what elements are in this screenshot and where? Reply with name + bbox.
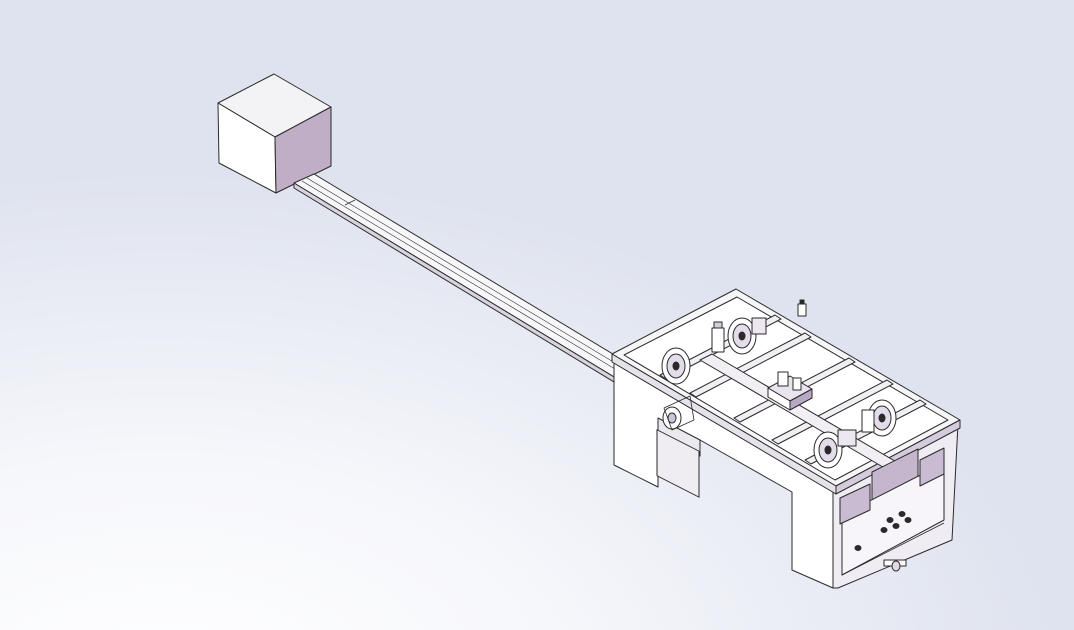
drive-wheel-front-left (813, 429, 857, 469)
rail-groove-line-2 (306, 177, 671, 397)
control-box-side-face (274, 106, 332, 194)
carriage-rim-left (611, 353, 837, 495)
carriage-unit[interactable] (611, 288, 961, 589)
rail-groove-line (301, 180, 666, 400)
motor-front (861, 409, 875, 433)
drive-wheel-rear-left (661, 347, 691, 385)
motor-rear (711, 321, 725, 353)
drive-wheel-front-right (867, 399, 897, 437)
cable-gland (797, 299, 807, 317)
drive-wheel-rear-right (727, 317, 767, 355)
control-box[interactable] (217, 73, 332, 194)
mounting-holes (854, 511, 912, 551)
lower-roller (883, 559, 907, 572)
rail-side-face (293, 182, 658, 409)
center-clamp-assembly (767, 371, 813, 411)
front-wall-bottom-edge (841, 522, 945, 576)
rail-end-pulley (662, 395, 695, 431)
front-wall-side-plate (839, 483, 871, 525)
front-wall-side-plate-2 (919, 447, 945, 487)
carriage-left-window (656, 429, 700, 498)
rail-splice-mark (344, 199, 356, 206)
